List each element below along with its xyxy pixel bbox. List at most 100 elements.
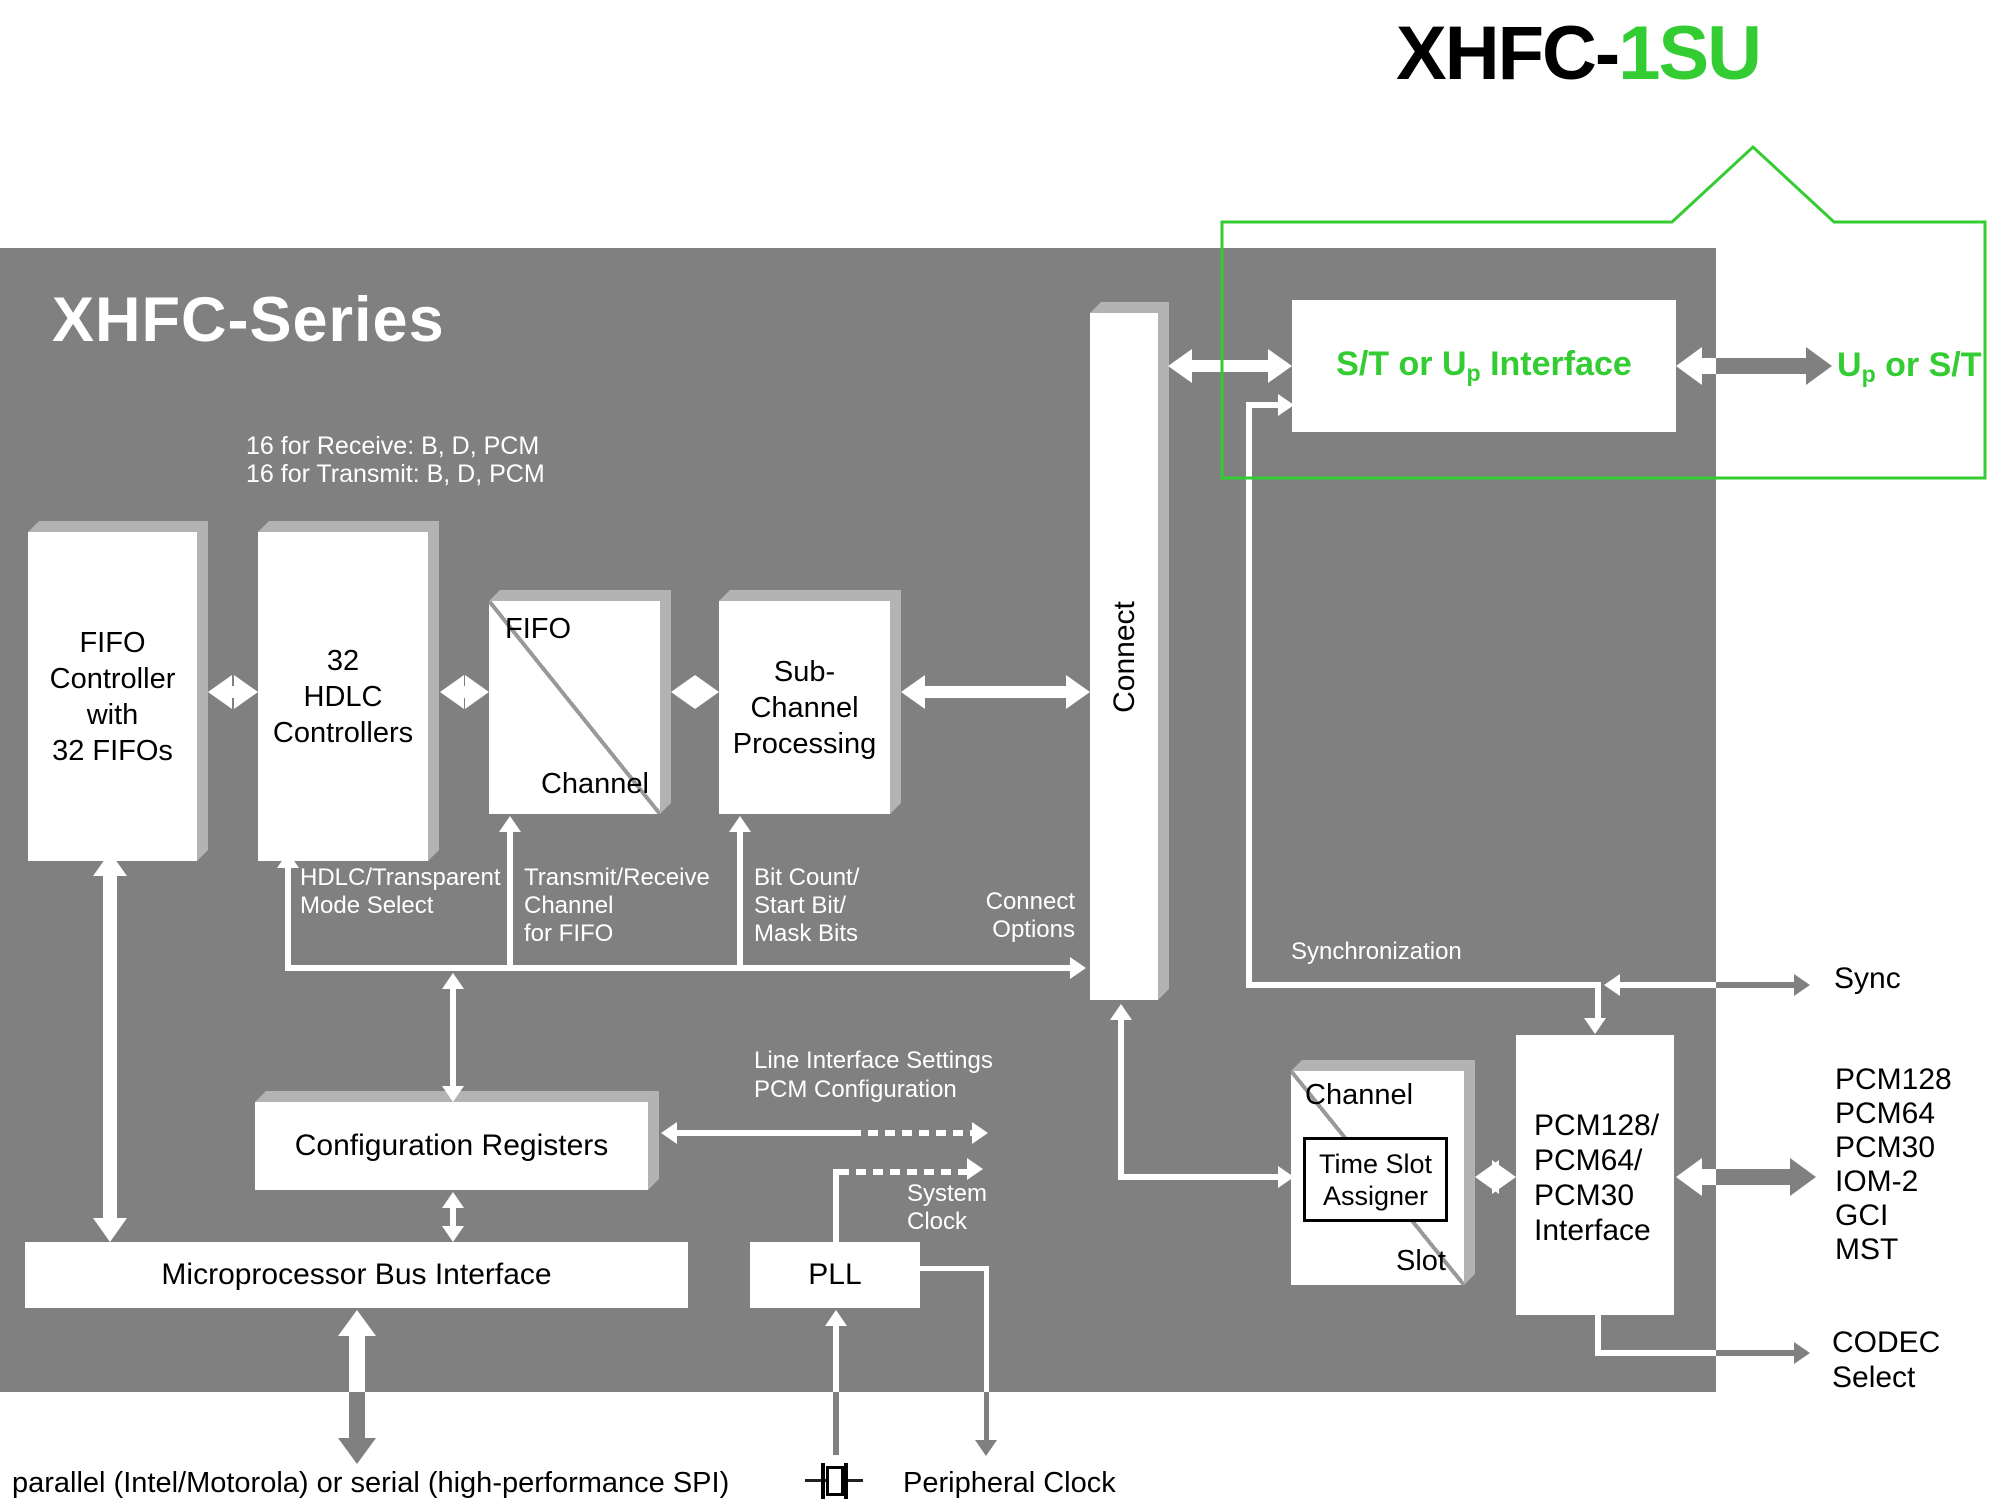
lineif-solid-shaft — [675, 1130, 851, 1136]
st-interface-label: S/T or Up Interface — [1336, 345, 1632, 386]
block-st-interface: S/T or Up Interface — [1292, 300, 1676, 432]
pll-sysclk-dashed — [839, 1169, 967, 1175]
connect-chslot-up-head — [1110, 1004, 1132, 1020]
bus-subch-vline — [737, 830, 743, 967]
connect-chslot-vline — [1118, 1018, 1124, 1180]
synchronization-label: Synchronization — [1291, 938, 1462, 965]
connect-chslot-right-head — [1278, 1166, 1294, 1188]
arrow-pcm-line-white-shaft — [1698, 1169, 1716, 1185]
arrow-st-line-gray-head — [1806, 347, 1832, 385]
fifo-controller-label: FIFO Controller with 32 FIFOs — [49, 626, 176, 767]
block-subchannel: Sub- Channel Processing — [719, 590, 901, 814]
bus-config-vline — [450, 987, 456, 1088]
connect-label: Connect — [1108, 601, 1141, 713]
crystal-plate-right — [844, 1463, 848, 1499]
bit-count-label: Bit Count/ Start Bit/ Mask Bits — [754, 864, 860, 947]
block-mbi: Microprocessor Bus Interface — [25, 1242, 688, 1308]
codec-white-hline — [1595, 1350, 1716, 1356]
codec-vline — [1595, 1315, 1601, 1356]
bus-fifoch-vline — [507, 830, 513, 967]
sync-pcm-down-head — [1584, 1018, 1606, 1034]
arrow-subch-connect-right-head — [1066, 675, 1090, 709]
arrow-fifo-hdlc-right-head — [234, 675, 258, 709]
block-fifo-controller: FIFO Controller with 32 FIFOs — [28, 521, 208, 861]
parallel-serial-label: parallel (Intel/Motorola) or serial (hig… — [12, 1467, 730, 1499]
arrow-mbi-bus-gray-shaft — [349, 1392, 365, 1440]
sync-hline — [1246, 982, 1601, 988]
lineif-left-head — [661, 1122, 677, 1144]
pll-periph-down-head — [975, 1440, 997, 1456]
codec-gray-head — [1794, 1342, 1810, 1364]
time-slot-assigner-label: Time Slot Assigner — [1318, 1148, 1433, 1211]
fifo-channel-diagonal — [489, 601, 660, 814]
config-mbi-down-head — [442, 1226, 464, 1242]
bus-config-down-head — [442, 1086, 464, 1102]
connect-chslot-hline — [1118, 1174, 1278, 1180]
pll-sysclk-head — [967, 1158, 983, 1180]
pll-periph-vline-gray — [984, 1392, 989, 1442]
lineif-right-head — [972, 1122, 988, 1144]
subchannel-label: Sub- Channel Processing — [732, 655, 877, 760]
hdlc-label: 32 HDLC Controllers — [272, 644, 414, 749]
arrow-pcm-line-gray-head — [1790, 1158, 1816, 1196]
bus-modeselect-vline — [285, 866, 291, 971]
arrow-mbi-bus-down-head — [338, 1438, 376, 1464]
fifo-note: 16 for Receive: B, D, PCM 16 for Transmi… — [246, 432, 545, 488]
arrow-chslot-pcm-right-head — [1492, 1160, 1516, 1194]
arrow-mbi-bus-up-head — [338, 1310, 376, 1336]
title-green: 1SU — [1618, 11, 1762, 96]
arrow-fifo-mbi-down-head — [93, 1218, 127, 1242]
sync-white-shaft — [1620, 982, 1716, 988]
crystal-icon — [826, 1466, 844, 1496]
config-registers-label: Configuration Registers — [294, 1129, 609, 1162]
time-slot-assigner-box: Time Slot Assigner — [1303, 1137, 1448, 1222]
pll-sysclk-vline — [833, 1169, 839, 1242]
arrow-connect-st-shaft — [1188, 360, 1272, 372]
block-connect: Connect — [1090, 302, 1169, 1000]
arrow-fifoch-subch-right-head — [695, 675, 719, 709]
bus-modeselect-up-head — [277, 852, 299, 868]
config-mbi-vline — [450, 1206, 456, 1228]
series-title: XHFC-Series — [52, 285, 445, 355]
arrow-mbi-bus-white-shaft — [349, 1334, 365, 1392]
lineif-dashed-shaft — [851, 1130, 973, 1136]
pll-label: PLL — [808, 1258, 862, 1291]
block-channel-slot: Channel Slot Time Slot Assigner — [1291, 1060, 1475, 1285]
mbi-label: Microprocessor Bus Interface — [161, 1258, 552, 1291]
crystal-plate-left — [821, 1463, 825, 1499]
pcm-modes-label: PCM128 PCM64 PCM30 IOM-2 GCI MST — [1835, 1063, 1952, 1266]
arrow-hdlc-fifoch-right-head — [465, 675, 489, 709]
sync-st-stub — [1246, 402, 1280, 408]
sync-left-head — [1604, 974, 1620, 996]
bus-subch-up-head — [729, 816, 751, 832]
block-hdlc-controllers: 32 HDLC Controllers — [258, 521, 439, 861]
arrow-pcm-line-white-head — [1676, 1158, 1702, 1196]
arrow-subch-connect-shaft — [920, 686, 1070, 698]
connect-options-label: Connect Options — [985, 888, 1075, 943]
sync-gray-head — [1794, 974, 1810, 996]
config-mbi-up-head — [442, 1192, 464, 1208]
fifo-corner-label: FIFO — [505, 613, 572, 645]
arrow-fifo-mbi-up-head — [93, 852, 127, 876]
channel-slot-channel-label: Channel — [1305, 1079, 1414, 1111]
arrow-st-line-white-shaft — [1698, 358, 1716, 374]
line-if-label: Line Interface Settings PCM Configuratio… — [754, 1047, 993, 1103]
bus-fifoch-up-head — [499, 816, 521, 832]
system-clock-label: System Clock — [907, 1180, 988, 1235]
mode-select-label: HDLC/Transparent Mode Select — [300, 864, 501, 919]
crystal-pll-white-line — [833, 1324, 839, 1392]
block-pll: PLL — [750, 1242, 920, 1308]
bus-right-head — [1070, 957, 1086, 979]
up-or-st-label: Up or S/T — [1837, 346, 1982, 387]
arrow-fifo-mbi-shaft — [103, 874, 117, 1220]
sync-st-head — [1278, 394, 1294, 416]
block-config-registers: Configuration Registers — [255, 1091, 659, 1190]
tx-rx-channel-label: Transmit/Receive Channel for FIFO — [524, 864, 710, 947]
pcm-interface-label: PCM128/ PCM64/ PCM30 Interface — [1534, 1109, 1660, 1247]
arrow-st-line-gray-shaft — [1716, 358, 1808, 374]
peripheral-clock-label: Peripheral Clock — [903, 1467, 1116, 1499]
arrow-connect-st-right-head — [1268, 349, 1292, 383]
title-black: XHFC- — [1396, 11, 1620, 96]
bus-hline — [285, 965, 1070, 971]
